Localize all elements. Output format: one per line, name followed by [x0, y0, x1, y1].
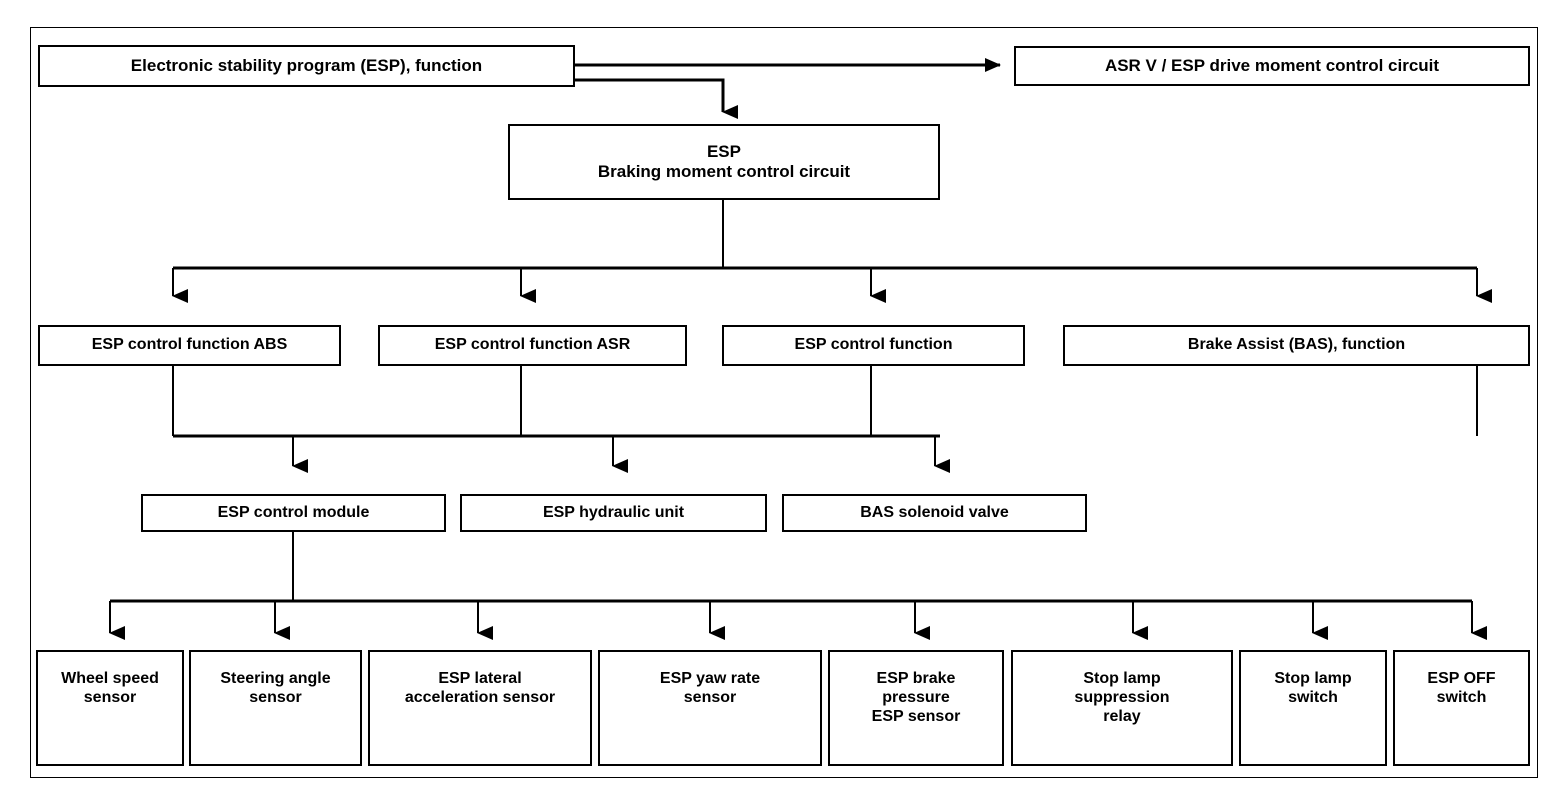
node-stop-lamp-relay[interactable]: Stop lamp suppression relay — [1011, 650, 1233, 766]
node-esp-hydraulic-unit[interactable]: ESP hydraulic unit — [460, 494, 767, 532]
node-label: ESP brake pressure ESP sensor — [871, 670, 961, 725]
node-asr-drive-moment[interactable]: ASR V / ESP drive moment control circuit — [1014, 46, 1530, 86]
node-wheel-speed-sensor[interactable]: Wheel speed sensor — [36, 650, 184, 766]
node-label: ESP control function ABS — [91, 336, 288, 354]
node-label: ESP lateral acceleration sensor — [404, 670, 556, 706]
node-label: ASR V / ESP drive moment control circuit — [1104, 55, 1440, 75]
node-stop-lamp-switch[interactable]: Stop lamp switch — [1239, 650, 1387, 766]
node-label: ESP control function ASR — [434, 336, 631, 354]
node-label: ESP control module — [217, 503, 370, 521]
node-label: ESP yaw rate sensor — [659, 670, 761, 706]
node-label: ESP OFF switch — [1427, 670, 1496, 706]
node-esp-control-module[interactable]: ESP control module — [141, 494, 446, 532]
node-steering-angle-sensor[interactable]: Steering angle sensor — [189, 650, 362, 766]
node-ctrl-asr[interactable]: ESP control function ASR — [378, 325, 687, 366]
node-label: Electronic stability program (ESP), func… — [130, 55, 483, 75]
node-esp-braking-moment[interactable]: ESP Braking moment control circuit — [508, 124, 940, 200]
node-label: ESP hydraulic unit — [542, 503, 685, 521]
node-esp-function[interactable]: Electronic stability program (ESP), func… — [38, 45, 575, 87]
node-label: Stop lamp switch — [1274, 670, 1352, 706]
node-label: Stop lamp suppression relay — [1074, 670, 1170, 725]
edge-esp-to-braking — [575, 78, 738, 119]
diagram-outer-frame — [30, 27, 1538, 778]
node-bas-solenoid-valve[interactable]: BAS solenoid valve — [782, 494, 1087, 532]
node-ctrl-abs[interactable]: ESP control function ABS — [38, 325, 341, 366]
node-label: Brake Assist (BAS), function — [1187, 336, 1406, 354]
node-label: Wheel speed sensor — [61, 670, 159, 706]
node-ctrl-esp[interactable]: ESP control function — [722, 325, 1025, 366]
node-brake-pressure-sensor[interactable]: ESP brake pressure ESP sensor — [828, 650, 1004, 766]
node-label: BAS solenoid valve — [860, 503, 1009, 521]
node-label: ESP control function — [794, 336, 953, 354]
node-esp-off-switch[interactable]: ESP OFF switch — [1393, 650, 1530, 766]
node-yaw-rate-sensor[interactable]: ESP yaw rate sensor — [598, 650, 822, 766]
node-label: ESP Braking moment control circuit — [597, 141, 851, 181]
node-label: Steering angle sensor — [220, 670, 331, 706]
node-bas-function[interactable]: Brake Assist (BAS), function — [1063, 325, 1530, 366]
node-lateral-accel-sensor[interactable]: ESP lateral acceleration sensor — [368, 650, 592, 766]
